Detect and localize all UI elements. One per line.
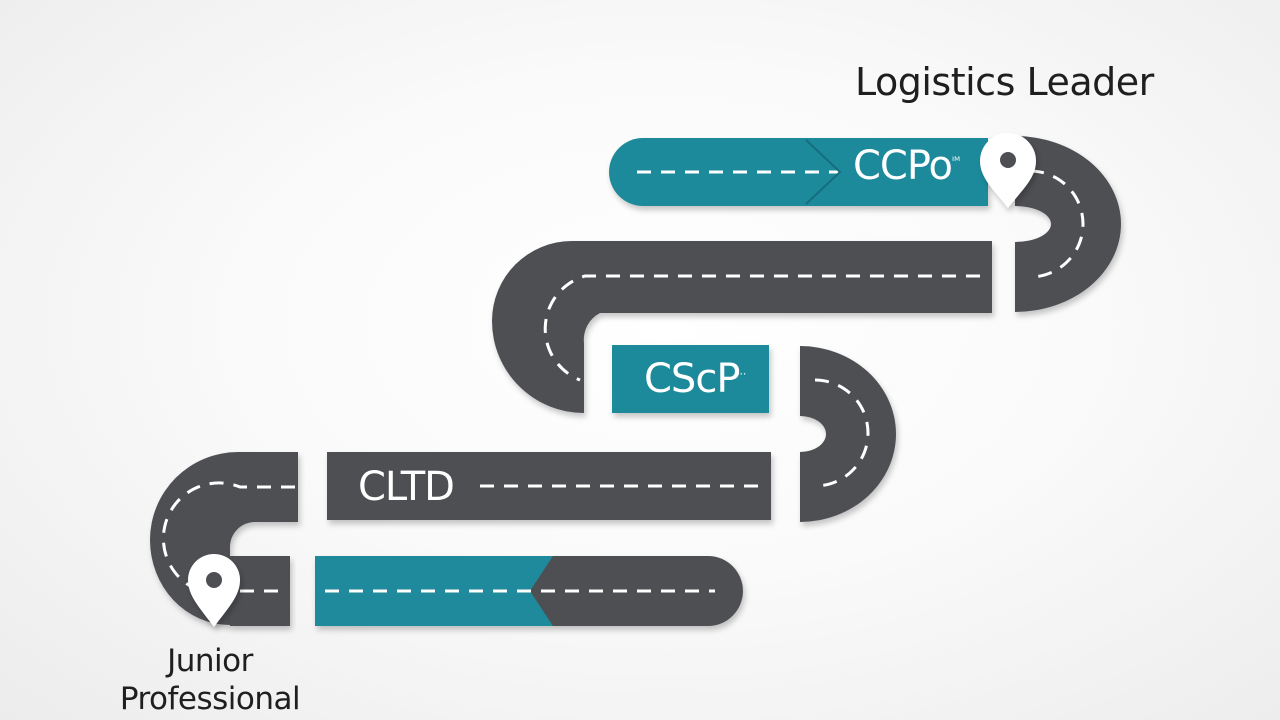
milestone-cltd-label: CLTD bbox=[358, 464, 455, 510]
road-dash-curve-top-right bbox=[1029, 169, 1085, 279]
start-label-line1: Junior bbox=[167, 643, 253, 679]
milestone-cscp-label: CScP bbox=[644, 356, 740, 402]
milestone-ccpo: CCPoᴵᴹ bbox=[853, 143, 960, 189]
map-pin-icon-start bbox=[188, 554, 240, 627]
road-curve-middle-right bbox=[800, 346, 896, 522]
road-curve-top-right bbox=[1015, 136, 1121, 312]
milestone-cltd: CLTD bbox=[358, 464, 455, 510]
start-label: Junior Professional bbox=[110, 642, 310, 718]
arrow-chevron-lane-top bbox=[805, 139, 842, 205]
start-label-line2: Professional bbox=[119, 681, 301, 717]
road-dash-curve-bottom-left bbox=[161, 481, 295, 592]
road-lane-third bbox=[612, 345, 769, 413]
road-lane-second bbox=[492, 241, 992, 413]
road-curve-bottom-left bbox=[150, 452, 298, 625]
map-pin-icon-goal bbox=[980, 133, 1036, 208]
milestone-cscp: CScP·· bbox=[644, 356, 746, 402]
milestone-ccpo-label: CCPo bbox=[853, 143, 953, 189]
road-dash-curve-middle-right bbox=[814, 378, 870, 488]
milestone-cscp-mark: ·· bbox=[739, 367, 747, 381]
road-lane-bottom-start bbox=[230, 556, 290, 626]
road-lane-top bbox=[609, 138, 988, 206]
milestone-ccpo-mark: ᴵᴹ bbox=[952, 154, 961, 168]
goal-label: Logistics Leader bbox=[855, 60, 1154, 104]
road-dash-lane-second bbox=[543, 274, 980, 382]
